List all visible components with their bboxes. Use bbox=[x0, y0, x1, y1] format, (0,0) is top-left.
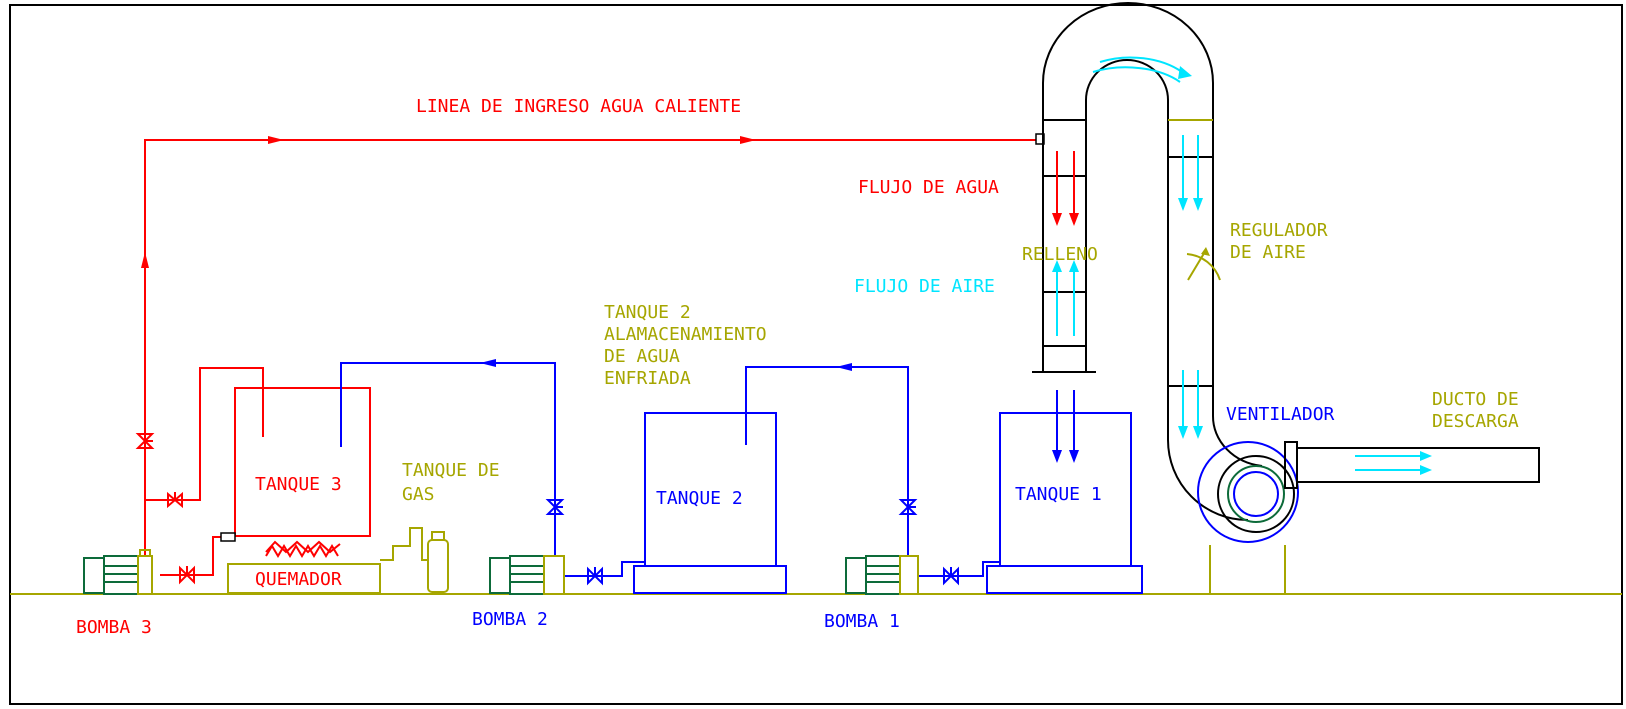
tank-1-label: TANQUE 1 bbox=[1015, 484, 1102, 505]
cold-water-line-2 bbox=[340, 359, 645, 586]
discharge-duct bbox=[1284, 441, 1540, 489]
gas-tank-label-1: TANQUE DE bbox=[402, 460, 500, 481]
pump-3-label: BOMBA 3 bbox=[76, 617, 152, 638]
tank-2-label: TANQUE 2 bbox=[656, 488, 743, 509]
valve-icon bbox=[179, 565, 195, 585]
cooling-tower bbox=[1032, 2, 1263, 521]
valve-icon bbox=[587, 566, 603, 586]
valve-icon bbox=[135, 433, 155, 449]
cold-water-line-1 bbox=[745, 363, 1000, 586]
air-flow-arrows-bend bbox=[1092, 56, 1192, 83]
air-flow-label: FLUJO DE AIRE bbox=[854, 276, 995, 297]
water-flow-arrows bbox=[1052, 151, 1079, 226]
tank-2-note-1: TANQUE 2 bbox=[604, 302, 691, 323]
tank-2-note-3: DE AGUA bbox=[604, 346, 680, 367]
discharge-air-arrows bbox=[1355, 451, 1432, 475]
flow-arrow-icon bbox=[141, 252, 149, 268]
flow-arrow-icon bbox=[268, 136, 284, 144]
air-flow-arrows-up bbox=[1052, 260, 1079, 336]
flow-arrow-icon bbox=[740, 136, 756, 144]
gas-tank bbox=[427, 531, 449, 593]
drawing-frame bbox=[9, 4, 1623, 705]
flame-icon bbox=[265, 540, 341, 558]
tank-1 bbox=[986, 412, 1143, 594]
fan-label: VENTILADOR bbox=[1226, 404, 1335, 425]
pump-1 bbox=[845, 555, 919, 595]
burner-label: QUEMADOR bbox=[255, 569, 342, 590]
valve-icon bbox=[943, 566, 959, 586]
pump-3 bbox=[83, 549, 153, 595]
tank-3-label: TANQUE 3 bbox=[255, 474, 342, 495]
pump-1-label: BOMBA 1 bbox=[824, 611, 900, 632]
gas-tank-label-2: GAS bbox=[402, 484, 435, 505]
hot-water-line-label: LINEA DE INGRESO AGUA CALIENTE bbox=[416, 96, 741, 117]
tank-2 bbox=[633, 412, 787, 594]
damper-icon bbox=[1186, 247, 1221, 281]
discharge-duct-label-2: DESCARGA bbox=[1432, 411, 1519, 432]
tank-3 bbox=[234, 387, 371, 537]
air-flow-arrows-down bbox=[1178, 135, 1203, 439]
pump-2-label: BOMBA 2 bbox=[472, 609, 548, 630]
fan bbox=[1197, 441, 1299, 594]
air-regulator-label-2: DE AIRE bbox=[1230, 242, 1306, 263]
tank-2-note-2: ALAMACENAMIENTO bbox=[604, 324, 767, 345]
pump-2 bbox=[489, 555, 565, 595]
valve-icon bbox=[898, 499, 918, 515]
burner: QUEMADOR bbox=[227, 527, 428, 594]
water-drop-arrows bbox=[1052, 390, 1079, 463]
valve-icon bbox=[167, 491, 183, 509]
discharge-duct-label-1: DUCTO DE bbox=[1432, 389, 1519, 410]
flow-arrow-icon bbox=[836, 363, 852, 371]
fill-label: RELLENO bbox=[1022, 244, 1098, 265]
water-flow-label: FLUJO DE AGUA bbox=[858, 177, 999, 198]
valve-icon bbox=[545, 499, 565, 515]
air-regulator-label-1: REGULADOR bbox=[1230, 220, 1328, 241]
tank-2-note-4: ENFRIADA bbox=[604, 368, 691, 389]
flow-arrow-icon bbox=[480, 359, 496, 367]
